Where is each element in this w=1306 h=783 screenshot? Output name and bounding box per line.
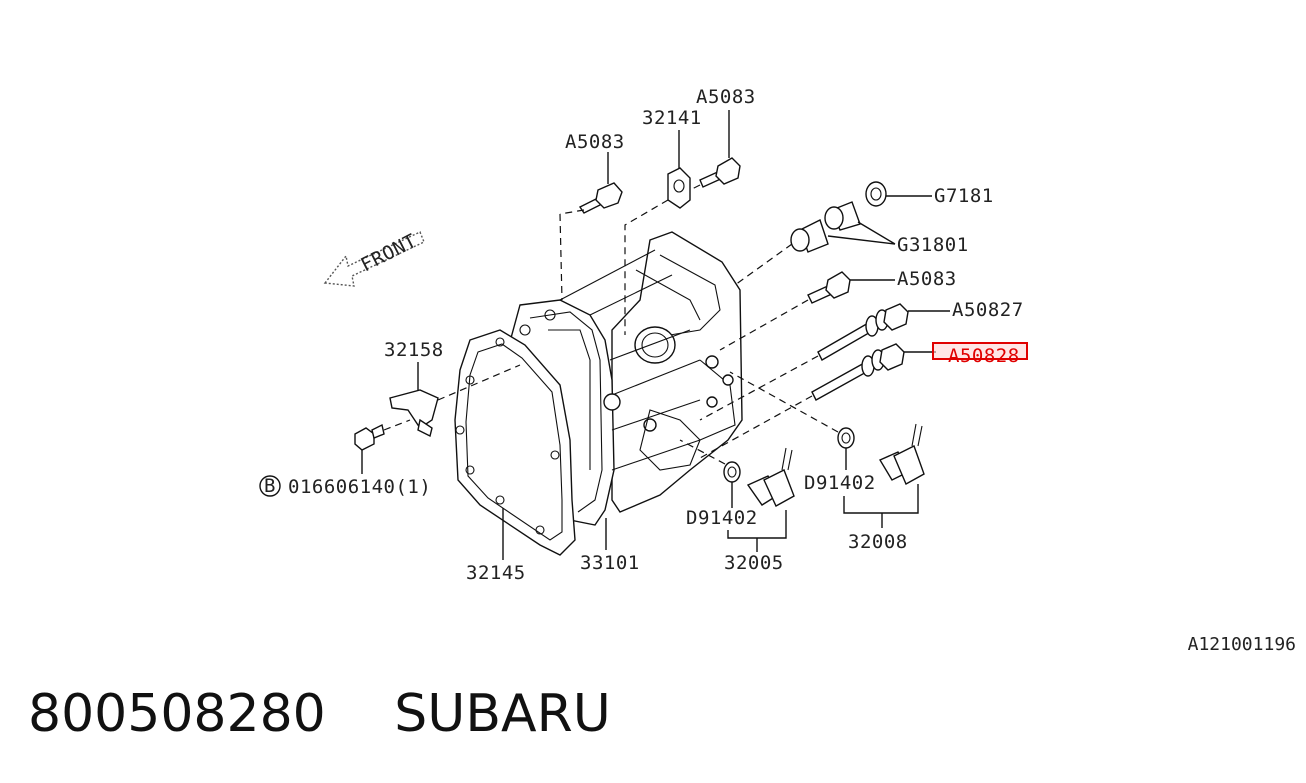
seal-g7181 bbox=[865, 181, 887, 207]
highlight-box-a50828 bbox=[932, 342, 1028, 360]
bolt-b-016606140 bbox=[354, 419, 411, 451]
parts-diagram: FRONT bbox=[259, 86, 1028, 584]
label-a50828: A50828 bbox=[948, 345, 1020, 367]
label-016606140: 016606140(1) bbox=[288, 476, 431, 498]
diagram-code: A121001196 bbox=[1187, 634, 1296, 655]
switch-32008 bbox=[729, 371, 925, 485]
bolt-a5083-top-left bbox=[559, 182, 623, 301]
front-label: FRONT bbox=[357, 230, 420, 277]
label-32005: 32005 bbox=[724, 552, 784, 574]
bushing-g31801 bbox=[790, 201, 861, 253]
switch-32005 bbox=[679, 439, 795, 507]
label-d91402-left: D91402 bbox=[686, 507, 758, 529]
label-a5083-mid: A5083 bbox=[897, 268, 957, 290]
label-32145: 32145 bbox=[466, 562, 526, 584]
label-a5083-top-left: A5083 bbox=[565, 131, 625, 153]
bolt-a5083-mid bbox=[719, 271, 851, 351]
label-g7181: G7181 bbox=[934, 185, 994, 207]
front-arrow: FRONT bbox=[323, 230, 425, 287]
label-32141: 32141 bbox=[642, 107, 702, 129]
label-bolt-b: B bbox=[264, 475, 276, 497]
bolt-a50827 bbox=[699, 303, 909, 421]
footer: 800508280 SUBARU bbox=[28, 684, 611, 754]
label-a5083-top-right: A5083 bbox=[696, 86, 756, 108]
brand-name: SUBARU bbox=[394, 684, 611, 744]
bracket-32158 bbox=[389, 364, 521, 438]
bolt-b-circle bbox=[259, 475, 281, 497]
plate-32141 bbox=[624, 167, 691, 335]
label-g31801: G31801 bbox=[897, 234, 969, 256]
label-33101: 33101 bbox=[580, 552, 640, 574]
label-32008: 32008 bbox=[848, 531, 908, 553]
part-number: 800508280 bbox=[28, 684, 326, 744]
label-a50827: A50827 bbox=[952, 299, 1024, 321]
label-32158: 32158 bbox=[384, 339, 444, 361]
bolt-a50828 bbox=[699, 343, 905, 459]
case-cover-32145 bbox=[454, 329, 576, 556]
label-d91402-right: D91402 bbox=[804, 472, 876, 494]
bolt-a5083-top-right bbox=[689, 157, 741, 191]
